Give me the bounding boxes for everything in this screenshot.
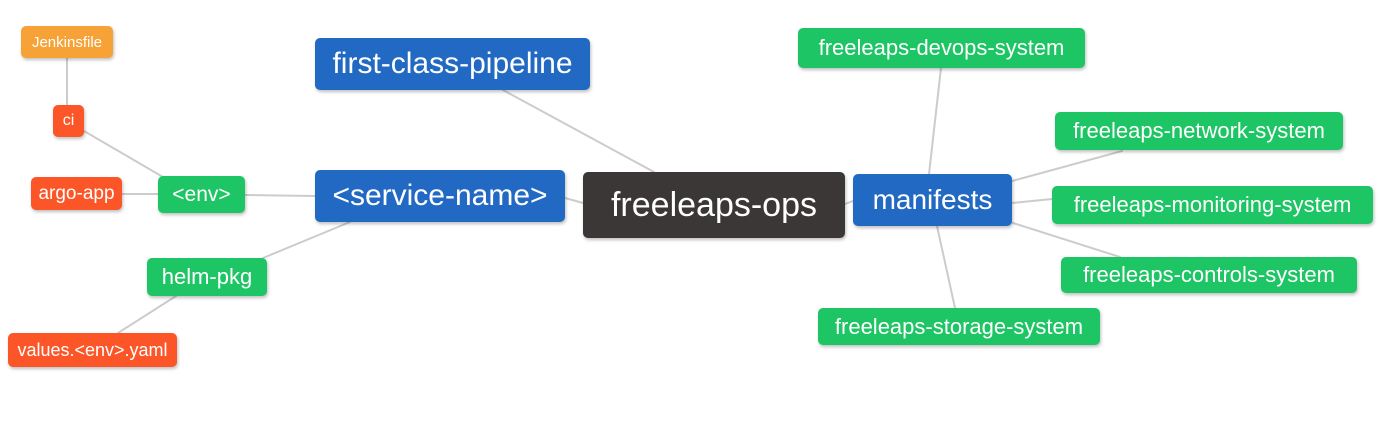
node-devops-system[interactable]: freeleaps-devops-system <box>798 28 1085 68</box>
node-freeleaps-ops[interactable]: freeleaps-ops <box>583 172 845 238</box>
edge-ci-env <box>83 130 164 178</box>
edge-manifests-controls-system <box>1012 222 1121 258</box>
edge-manifests-monitoring-system <box>1011 198 1053 204</box>
edge-env-service-name <box>244 194 316 197</box>
edge-service-name-helm-pkg <box>262 221 351 259</box>
node-jenkinsfile[interactable]: Jenkinsfile <box>21 26 113 58</box>
node-manifests[interactable]: manifests <box>853 174 1012 226</box>
node-storage-system[interactable]: freeleaps-storage-system <box>818 308 1100 345</box>
node-monitoring-system[interactable]: freeleaps-monitoring-system <box>1052 186 1373 224</box>
node-service-name[interactable]: <service-name> <box>315 170 565 222</box>
edge-manifests-devops-system <box>928 67 942 175</box>
edge-manifests-network-system <box>1011 150 1123 182</box>
edge-first-class-pipeline-freeleaps-ops <box>502 89 655 173</box>
edge-manifests-storage-system <box>936 225 956 309</box>
node-values-env-yaml[interactable]: values.<env>.yaml <box>8 333 177 367</box>
node-network-system[interactable]: freeleaps-network-system <box>1055 112 1343 150</box>
node-first-class-pipeline[interactable]: first-class-pipeline <box>315 38 590 90</box>
node-ci[interactable]: ci <box>53 105 84 137</box>
edge-freeleaps-ops-manifests <box>844 200 854 205</box>
edge-service-name-freeleaps-ops <box>564 197 584 204</box>
node-helm-pkg[interactable]: helm-pkg <box>147 258 267 296</box>
edge-helm-pkg-values-env-yaml <box>117 295 177 334</box>
node-controls-system[interactable]: freeleaps-controls-system <box>1061 257 1357 293</box>
node-env[interactable]: <env> <box>158 176 245 213</box>
node-argo-app[interactable]: argo-app <box>31 177 122 210</box>
